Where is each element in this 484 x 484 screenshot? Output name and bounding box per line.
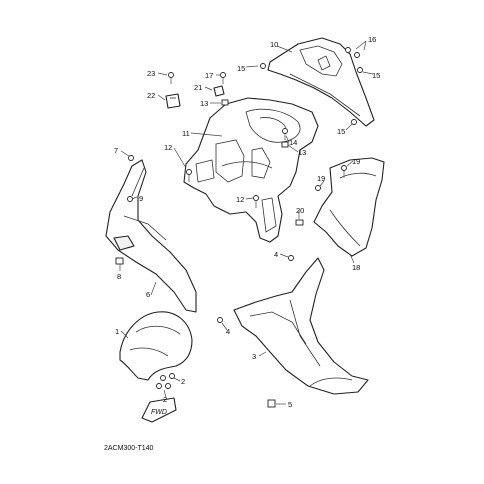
callout-5: 5	[288, 400, 292, 409]
callout-12a: 12	[164, 143, 172, 152]
fwd-label: FWD	[151, 409, 167, 416]
callout-15a: 15	[237, 64, 245, 73]
callout-23: 23	[147, 69, 155, 78]
part-inner-leg-shield	[183, 97, 319, 243]
leader-lines	[119, 40, 374, 405]
callout-labels: 10 16 15 15 15 23 17 21 22 13 11 14 13 1…	[114, 35, 380, 409]
callout-3: 3	[252, 352, 256, 361]
part-side-cover-right	[233, 257, 369, 395]
callout-21: 21	[194, 83, 202, 92]
callout-13a: 13	[200, 99, 208, 108]
part-clip	[213, 85, 225, 97]
callout-9: 9	[139, 194, 143, 203]
callout-4a: 4	[274, 250, 278, 259]
callout-2a: 2	[181, 377, 185, 386]
callout-16: 16	[368, 35, 376, 44]
callout-14: 14	[289, 138, 297, 147]
callout-8: 8	[117, 272, 121, 281]
callout-17: 17	[205, 71, 213, 80]
callout-6: 6	[146, 290, 150, 299]
callout-15b: 15	[372, 71, 380, 80]
part-upper-cover	[267, 37, 375, 127]
callout-10: 10	[270, 40, 278, 49]
fwd-indicator: FWD	[141, 397, 177, 423]
callout-11: 11	[182, 129, 190, 138]
diagram-code: 2ACM300-T140	[104, 445, 154, 452]
callout-1: 1	[115, 327, 119, 336]
fasteners	[115, 47, 363, 408]
callout-18: 18	[352, 263, 360, 272]
part-side-cover-left	[105, 159, 197, 313]
callout-15c: 15	[337, 127, 345, 136]
callout-20: 20	[296, 206, 304, 215]
part-fender-right	[313, 157, 385, 257]
callout-19: 19	[352, 157, 360, 166]
callout-4b: 4	[226, 327, 230, 336]
callout-13b: 13	[298, 148, 306, 157]
part-front-fender	[119, 311, 193, 381]
callout-22: 22	[147, 91, 155, 100]
part-bracket	[165, 93, 181, 109]
callout-7: 7	[114, 146, 118, 155]
callout-2b: 2	[163, 395, 167, 404]
callout-19b: 19	[317, 174, 325, 183]
callout-12b: 12	[236, 195, 244, 204]
